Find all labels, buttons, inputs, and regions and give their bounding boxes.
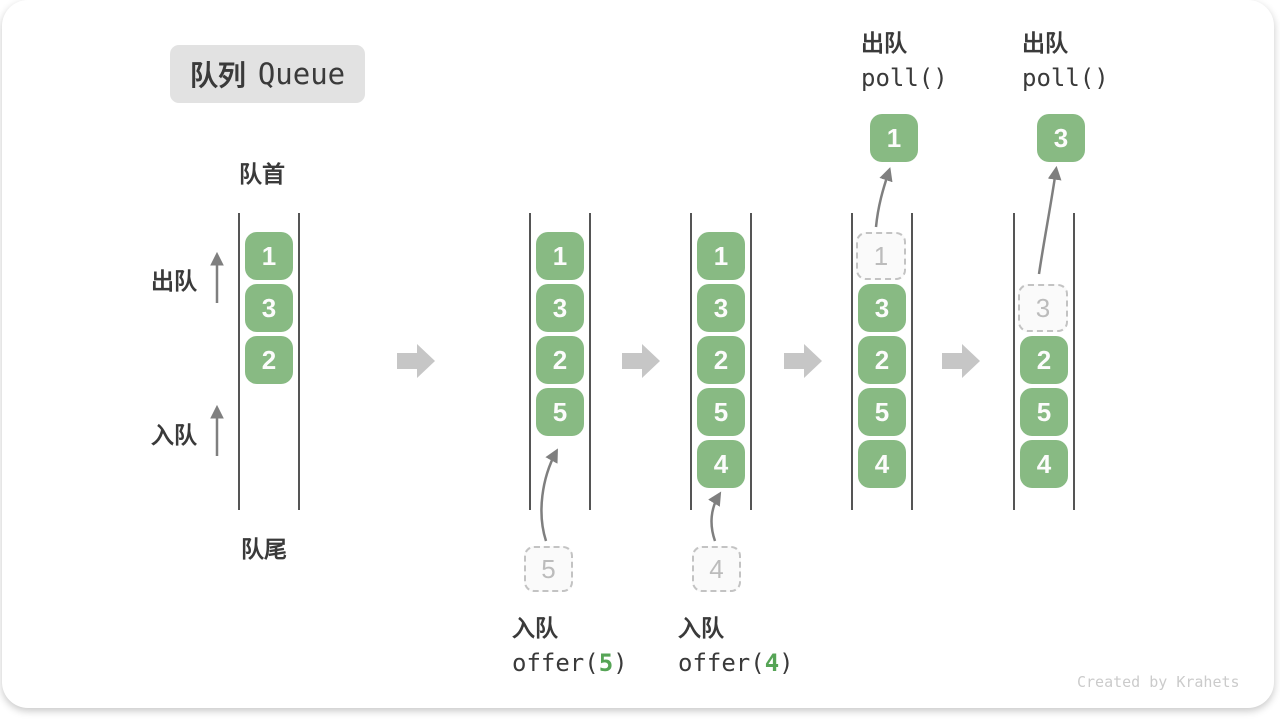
offer4-code-label: offer(4) xyxy=(678,649,794,677)
enqueue-label: 入队 xyxy=(678,615,724,641)
queue-wall xyxy=(1013,213,1015,510)
watermark: Created by Krahets xyxy=(1077,673,1240,691)
poll1-action-label: 出队 poll() xyxy=(861,30,948,92)
queue-state-4: 1 3 2 5 4 xyxy=(851,213,913,510)
polled-cell: 1 xyxy=(870,114,918,162)
queue-cell-removed: 1 xyxy=(856,232,906,280)
queue-cell: 1 xyxy=(697,232,745,280)
title-en: Queue xyxy=(257,57,346,91)
queue-cell: 4 xyxy=(858,440,906,488)
queue-cell: 2 xyxy=(536,336,584,384)
queue-state-1: 1 3 2 xyxy=(238,213,300,510)
offer5-code-label: offer(5) xyxy=(512,649,628,677)
queue-cell: 3 xyxy=(536,284,584,332)
dequeue-side-label: 出队 xyxy=(151,268,197,294)
queue-wall xyxy=(529,213,531,510)
queue-cell: 5 xyxy=(536,388,584,436)
queue-cell: 1 xyxy=(245,232,293,280)
queue-cell: 4 xyxy=(697,440,745,488)
queue-cell: 3 xyxy=(697,284,745,332)
polled-cell: 3 xyxy=(1037,114,1085,162)
queue-wall xyxy=(851,213,853,510)
transition-arrow-icon-3 xyxy=(784,344,822,378)
queue-wall xyxy=(911,213,913,510)
queue-cell: 2 xyxy=(245,336,293,384)
queue-cell-removed: 3 xyxy=(1018,284,1068,332)
queue-cell: 5 xyxy=(858,388,906,436)
staged-cell: 5 xyxy=(524,546,573,592)
queue-cell: 4 xyxy=(1020,440,1068,488)
queue-cell: 3 xyxy=(245,284,293,332)
queue-state-5: 3 2 5 4 xyxy=(1013,213,1075,510)
enqueue-side-label: 入队 xyxy=(151,422,197,448)
transition-arrow-icon-1 xyxy=(397,344,435,378)
queue-cell: 3 xyxy=(858,284,906,332)
poll3-action-label: 出队 poll() xyxy=(1022,30,1109,92)
poll1-code-label: poll() xyxy=(861,64,948,92)
staged-cell: 4 xyxy=(692,546,741,592)
title-zh: 队列 xyxy=(189,60,246,91)
enqueue-label: 入队 xyxy=(512,615,558,641)
queue-cell: 2 xyxy=(858,336,906,384)
title-badge: 队列 Queue xyxy=(170,45,365,103)
offer4-curved-arrow-icon xyxy=(708,491,722,542)
queue-cell: 5 xyxy=(1020,388,1068,436)
transition-arrow-icon-2 xyxy=(622,344,660,378)
queue-cell: 1 xyxy=(536,232,584,280)
queue-cell: 2 xyxy=(697,336,745,384)
offer5-action-label: 入队 offer(5) xyxy=(512,615,628,677)
queue-cell: 5 xyxy=(697,388,745,436)
queue-wall xyxy=(589,213,591,510)
queue-cell: 2 xyxy=(1020,336,1068,384)
dequeue-label: 出队 xyxy=(1022,30,1068,56)
queue-front-label: 队首 xyxy=(239,161,285,187)
offer5-curved-arrow-icon xyxy=(540,448,558,542)
poll3-code-label: poll() xyxy=(1022,64,1109,92)
transition-arrow-icon-4 xyxy=(942,344,980,378)
queue-wall xyxy=(238,213,240,510)
queue-wall xyxy=(690,213,692,510)
offer4-action-label: 入队 offer(4) xyxy=(678,615,794,677)
poll1-curved-arrow-icon xyxy=(874,167,893,228)
queue-state-3: 1 3 2 5 4 xyxy=(690,213,752,510)
queue-wall xyxy=(750,213,752,510)
dequeue-label: 出队 xyxy=(861,30,907,56)
queue-state-2: 1 3 2 5 xyxy=(529,213,591,510)
poll3-curved-arrow-icon xyxy=(1037,165,1062,275)
queue-rear-label: 队尾 xyxy=(241,536,287,562)
queue-wall xyxy=(1073,213,1075,510)
queue-wall xyxy=(298,213,300,510)
